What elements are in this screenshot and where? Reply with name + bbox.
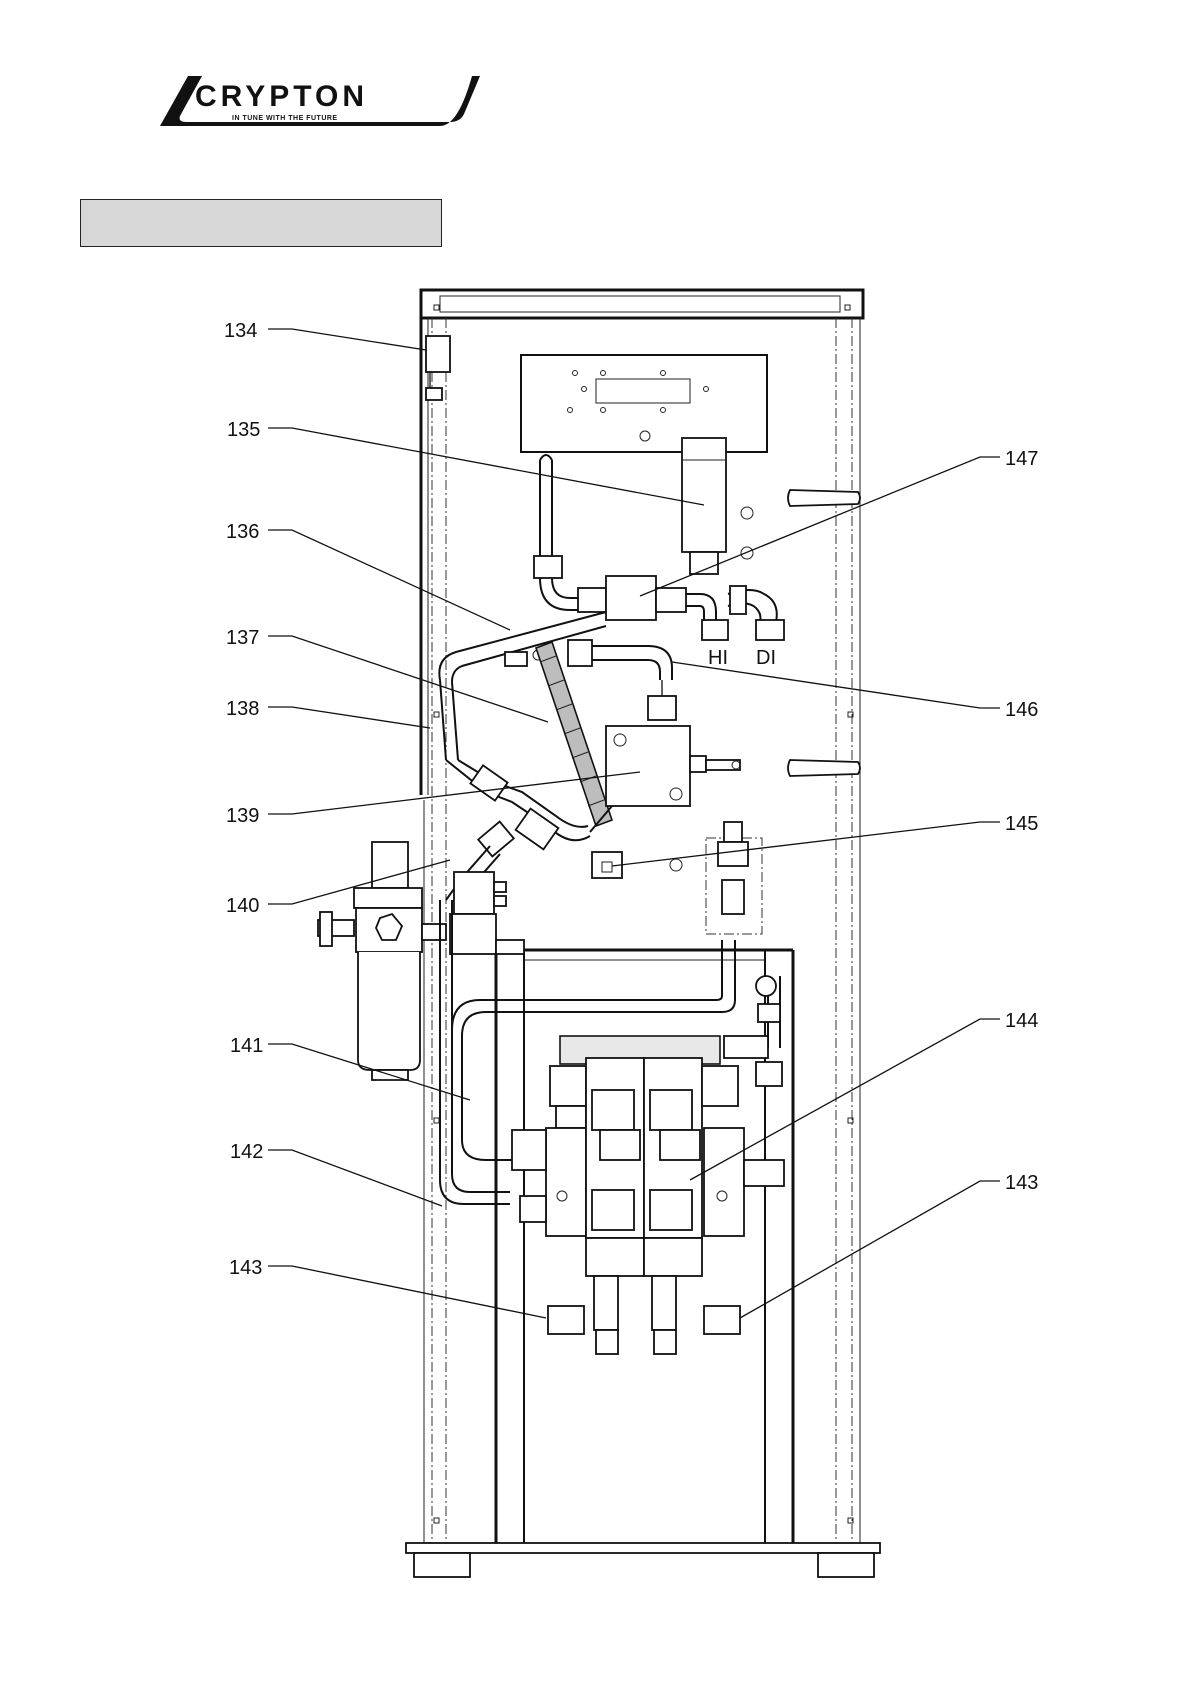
part-135-filter <box>682 438 726 574</box>
part-140-solenoid <box>450 872 524 954</box>
callout-136: 136 <box>226 521 259 543</box>
callout-140: 140 <box>226 895 259 917</box>
part-146-line <box>568 640 676 720</box>
part-147-manifold: HI DI <box>534 455 784 669</box>
callout-143-left: 143 <box>229 1257 262 1279</box>
callout-138: 138 <box>226 698 259 720</box>
air-filter-unit <box>318 842 446 1080</box>
callout-141: 141 <box>230 1035 263 1057</box>
valve-bank <box>512 1036 784 1354</box>
callout-146: 146 <box>1005 699 1038 721</box>
callout-139: 139 <box>226 805 259 827</box>
control-display-panel <box>521 355 767 452</box>
callout-147: 147 <box>1005 448 1038 470</box>
part-145-fitting <box>592 822 762 934</box>
callout-135: 135 <box>227 419 260 441</box>
part-137-braided-hose <box>536 642 612 826</box>
port-label-di: DI <box>756 647 776 669</box>
callout-145: 145 <box>1005 813 1038 835</box>
callout-142: 142 <box>230 1141 263 1163</box>
part-139-regulator <box>590 726 740 832</box>
callout-137: 137 <box>226 627 259 649</box>
port-label-hi: HI <box>708 647 728 669</box>
callout-144: 144 <box>1005 1010 1038 1032</box>
callout-143-right: 143 <box>1005 1172 1038 1194</box>
callout-134: 134 <box>224 320 257 342</box>
